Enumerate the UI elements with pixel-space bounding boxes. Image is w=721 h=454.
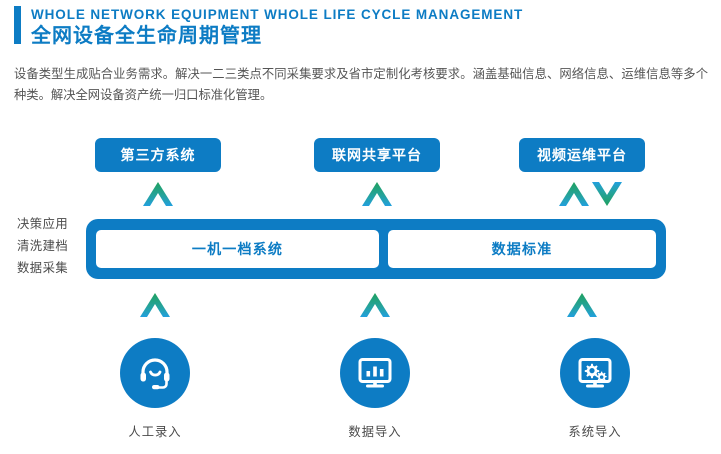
source-label-0: 人工录入 — [128, 425, 182, 439]
platform-bar: 一机一档系统 数据标准 — [86, 219, 666, 279]
chevron-up-icon-bottom-0 — [138, 292, 172, 318]
source-label-1: 数据导入 — [348, 425, 402, 439]
platform-card-label-0: 一机一档系统 — [191, 241, 284, 257]
chevron-up-icon-top-2 — [557, 181, 591, 207]
platform-card-0[interactable]: 一机一档系统 — [96, 230, 379, 268]
stage-label-1: 清洗建档 — [17, 239, 69, 253]
top-system-label-1: 联网共享平台 — [332, 147, 422, 163]
source-label-2: 系统导入 — [568, 425, 622, 439]
monitor-gears-icon[interactable] — [560, 338, 630, 408]
stage-label-0: 决策应用 — [17, 217, 69, 231]
monitor-chart-icon[interactable] — [340, 338, 410, 408]
stage-label-list: 决策应用 清洗建档 数据采集 — [17, 217, 81, 276]
platform-card-1[interactable]: 数据标准 — [388, 230, 656, 268]
chevron-up-icon-bottom-2 — [565, 292, 599, 318]
chevron-up-icon-bottom-1 — [358, 292, 392, 318]
page-description: 设备类型生成贴合业务需求。解决一二三类点不同采集要求及省市定制化考核要求。涵盖基… — [14, 67, 708, 102]
page-title-chinese: 全网设备全生命周期管理 — [31, 25, 262, 47]
top-system-label-0: 第三方系统 — [120, 147, 196, 163]
top-system-box-2[interactable]: 视频运维平台 — [519, 138, 645, 172]
header-text-group: WHOLE NETWORK EQUIPMENT WHOLE LIFE CYCLE… — [31, 6, 523, 48]
stage-label-2: 数据采集 — [17, 261, 69, 275]
top-system-label-2: 视频运维平台 — [537, 147, 627, 163]
top-system-box-1[interactable]: 联网共享平台 — [314, 138, 440, 172]
headset-icon[interactable] — [120, 338, 190, 408]
chevron-up-icon-top-1 — [360, 181, 394, 207]
top-system-box-0[interactable]: 第三方系统 — [95, 138, 221, 172]
header-accent-bar — [14, 6, 21, 44]
chevron-down-icon-top-2 — [590, 181, 624, 207]
chevron-up-icon-top-0 — [141, 181, 175, 207]
page-header: WHOLE NETWORK EQUIPMENT WHOLE LIFE CYCLE… — [14, 6, 523, 48]
platform-card-label-1: 数据标准 — [491, 241, 553, 257]
page-title-english: WHOLE NETWORK EQUIPMENT WHOLE LIFE CYCLE… — [31, 7, 524, 22]
